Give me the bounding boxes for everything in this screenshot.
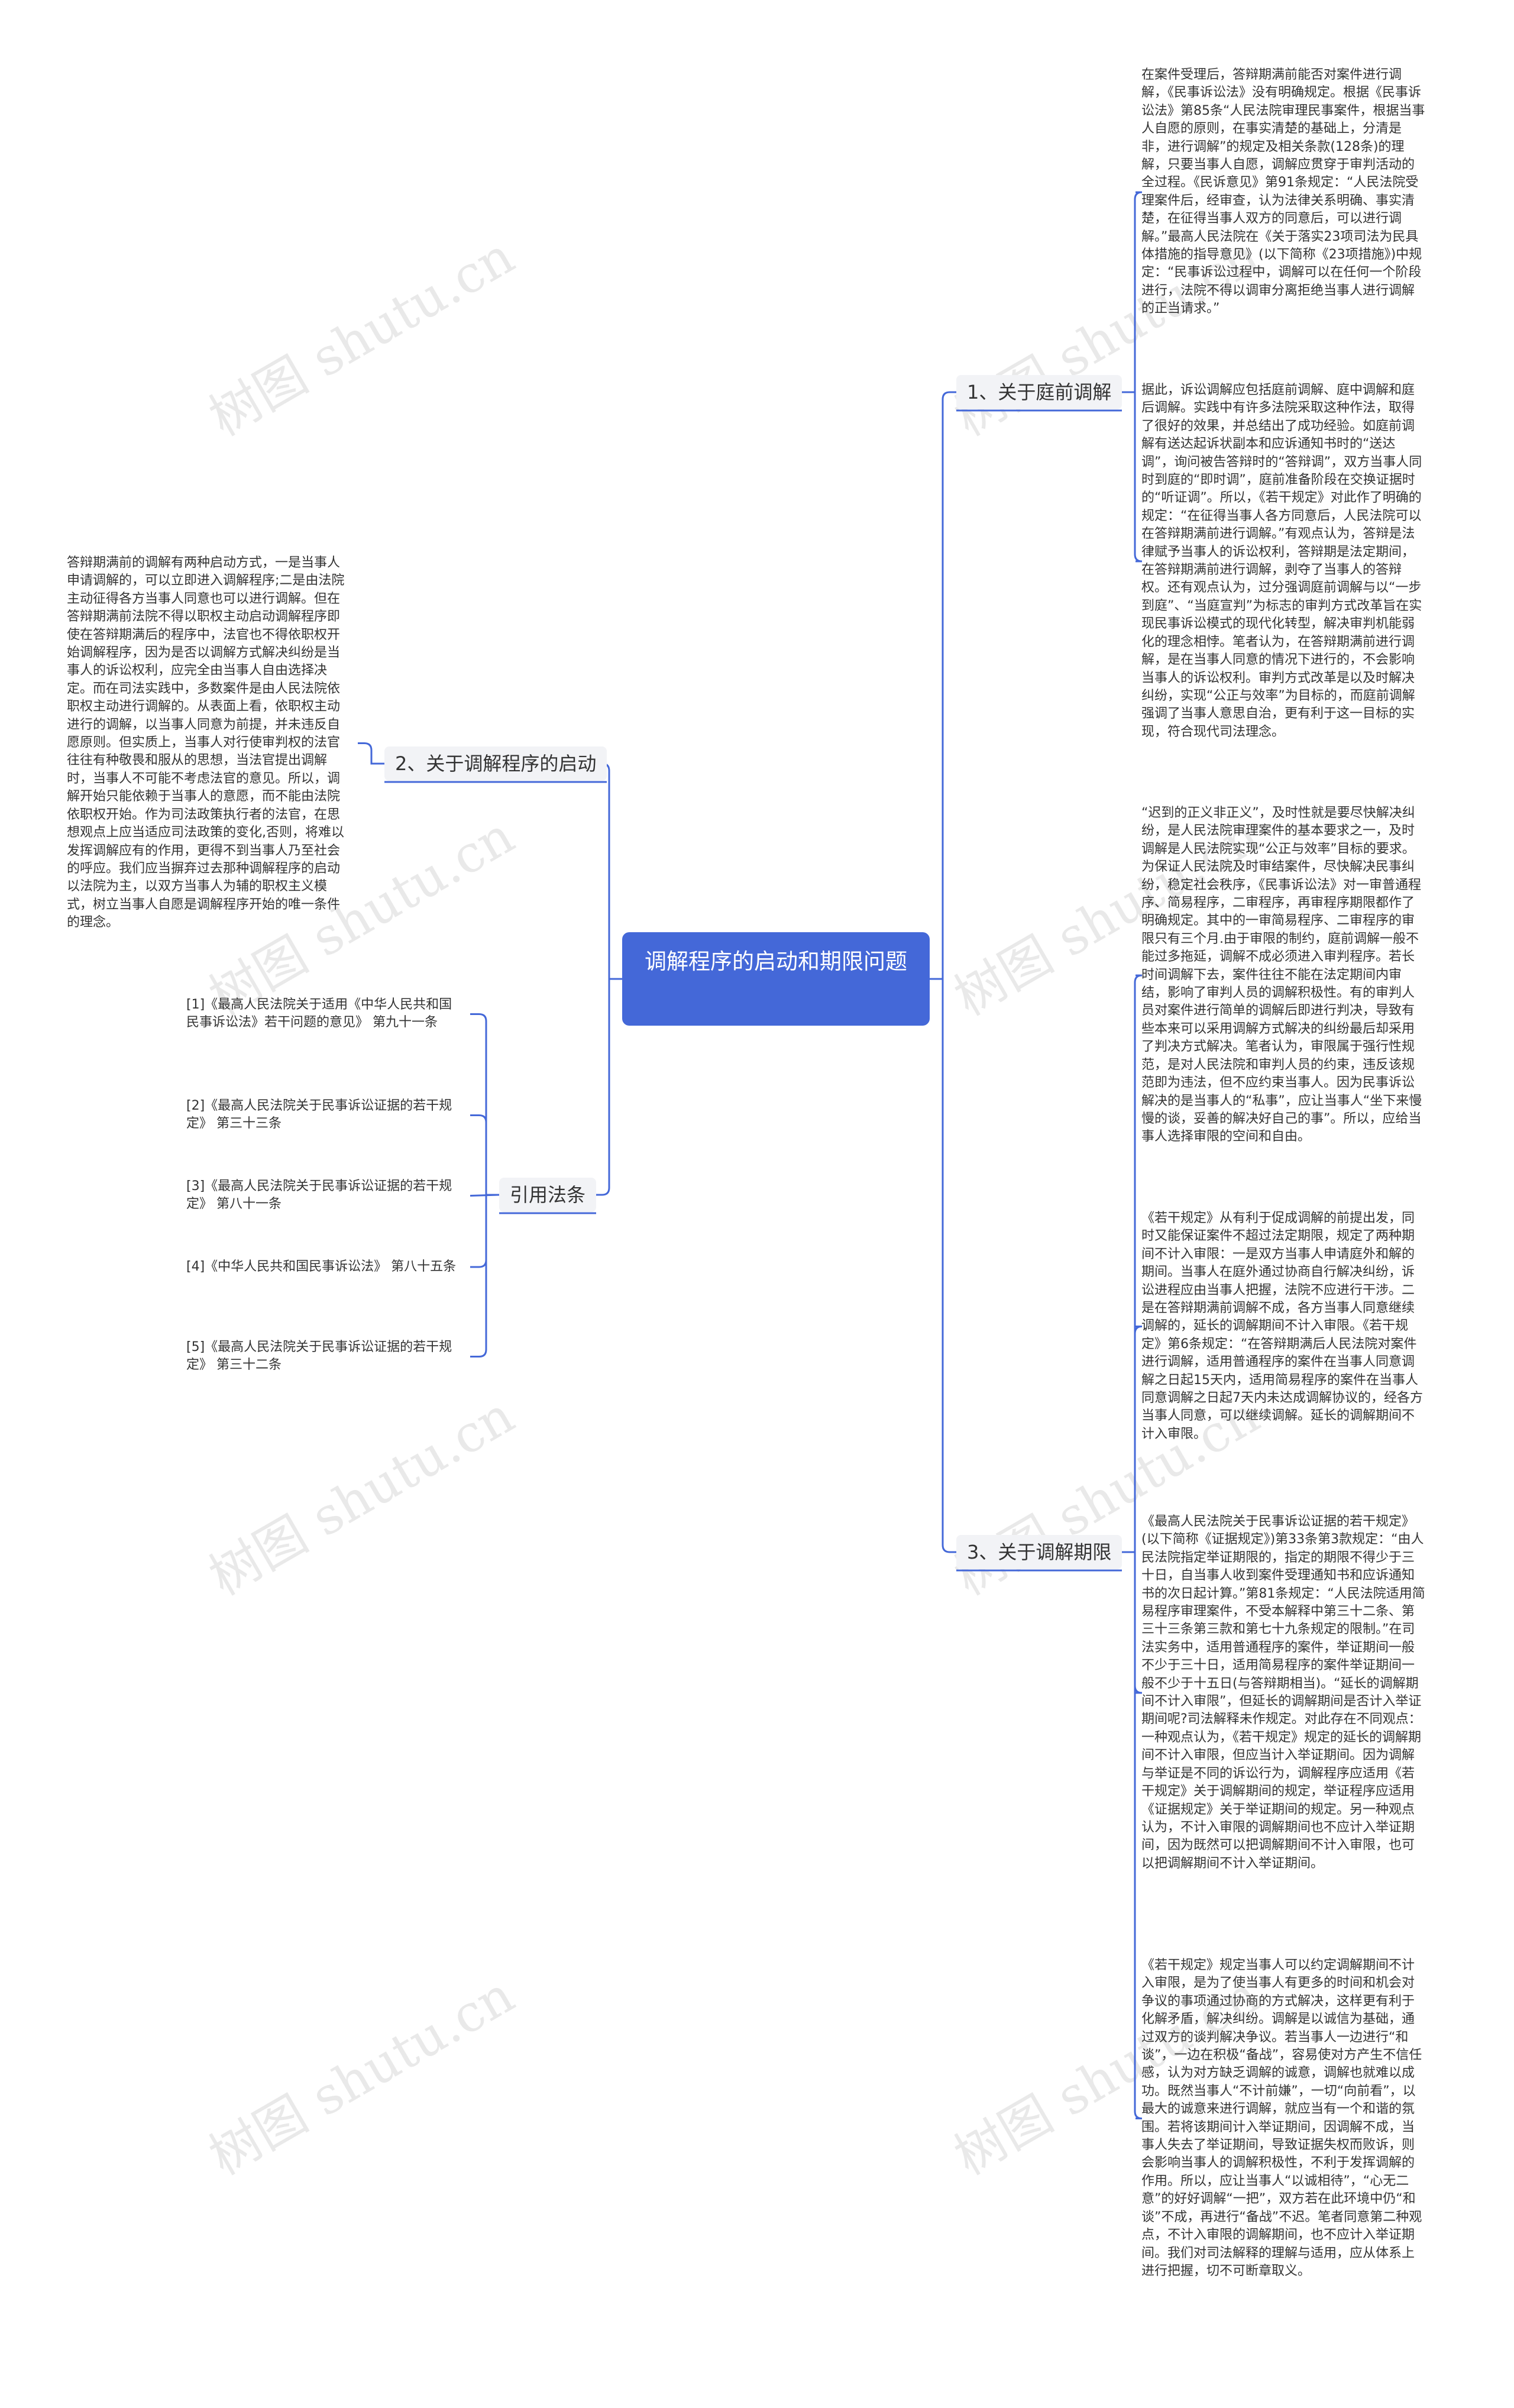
law-citation: [3]《最高人民法院关于民事诉讼证据的若干规定》 第八十一条 — [186, 1179, 452, 1212]
leaf-connector — [470, 1013, 499, 1196]
leaf-connector — [1122, 1551, 1143, 2119]
branch-connector — [596, 978, 622, 1196]
branch-connector — [930, 391, 956, 980]
leaf-text: 《最高人民法院关于民事诉讼证据的若干规定》(以下简称《证据规定》)第33条第3款… — [1141, 1514, 1425, 1871]
leaf-connector — [1122, 1326, 1143, 1553]
leaf-connector — [1122, 974, 1143, 1553]
branch-connector — [930, 978, 956, 1553]
central-topic[interactable]: 调解程序的启动和期限问题 — [622, 932, 930, 1026]
leaf-connector — [470, 1194, 499, 1268]
law-citation: [1]《最高人民法院关于适用《中华人民共和国民事诉讼法》若干问题的意见》 第九十… — [186, 997, 452, 1030]
law-citation: [4]《中华人民共和国民事诉讼法》 第八十五条 — [186, 1259, 457, 1274]
leaf-connector — [1122, 391, 1143, 563]
branch-connector — [601, 762, 622, 980]
leaf-connector — [1122, 1551, 1143, 1694]
leaf-text: “迟到的正义非正义”，及时性就是要尽快解决纠纷，是人民法院审理案件的基本要求之一… — [1141, 806, 1422, 1145]
leaf-connector — [1122, 191, 1143, 393]
leaf-connector — [470, 1194, 499, 1357]
law-citation: [2]《最高人民法院关于民事诉讼证据的若干规定》 第三十三条 — [186, 1098, 452, 1132]
branch-pretrial-mediation[interactable]: 1、关于庭前调解 — [956, 375, 1122, 409]
leaf-connector — [358, 742, 384, 765]
leaf-text: 在案件受理后，答辩期满前能否对案件进行调解，《民事诉讼法》没有明确规定。根据《民… — [1141, 67, 1425, 316]
branch-mediation-start[interactable]: 2、关于调解程序的启动 — [384, 746, 607, 781]
branch-mediation-period[interactable]: 3、关于调解期限 — [956, 1535, 1122, 1569]
leaf-connector — [470, 1114, 499, 1196]
leaf-text: 《若干规定》规定当事人可以约定调解期间不计入审限，是为了使当事人有更多的时间和机… — [1141, 1958, 1422, 2278]
leaf-text: 据此，诉讼调解应包括庭前调解、庭中调解和庭后调解。实践中有许多法院采取这种作法，… — [1141, 383, 1422, 739]
branch-cited-laws[interactable]: 引用法条 — [499, 1178, 597, 1212]
leaf-text: 答辩期满前的调解有两种启动方式，一是当事人申请调解的，可以立即进入调解程序;二是… — [67, 555, 345, 930]
law-citation: [5]《最高人民法院关于民事诉讼证据的若干规定》 第三十二条 — [186, 1340, 452, 1373]
leaf-text: 《若干规定》从有利于促成调解的前提出发，同时又能保证案件不超过法定期限，规定了两… — [1141, 1211, 1423, 1441]
